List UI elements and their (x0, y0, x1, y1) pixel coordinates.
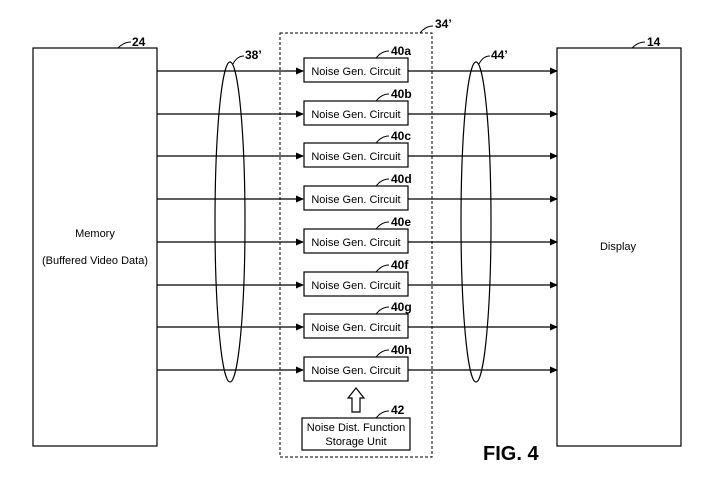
noise-gen-circuit-label: Noise Gen. Circuit (311, 365, 400, 377)
hollow-up-arrow (346, 387, 366, 413)
circuit-ref: 40e (391, 215, 411, 229)
output-bus-ref: 44’ (491, 48, 508, 62)
memory-block (32, 47, 158, 447)
noise-circuit-row: Noise Gen. Circuit 40a (157, 44, 558, 83)
storage-ref-leader (375, 410, 390, 419)
noise-circuit-row: Noise Gen. Circuit 40g (157, 300, 558, 339)
noise-circuit-row: Noise Gen. Circuit 40f (157, 258, 558, 297)
noise-gen-circuit-box (303, 142, 409, 168)
noise-gen-circuit-label: Noise Gen. Circuit (311, 280, 400, 292)
circuit-ref-leader (375, 93, 390, 102)
circuit-ref-leader (375, 264, 390, 273)
memory-sublabel: (Buffered Video Data) (42, 255, 148, 267)
noise-circuit-row: Noise Gen. Circuit 40h (157, 343, 558, 382)
circuit-ref-leader (375, 349, 390, 358)
noise-circuit-row: Noise Gen. Circuit 40d (157, 172, 558, 211)
noise-gen-circuit-label: Noise Gen. Circuit (311, 109, 400, 121)
input-bus-ref: 38’ (245, 48, 262, 62)
noise-gen-circuit-box (303, 57, 409, 83)
memory-ref: 24 (132, 35, 146, 49)
storage-ref: 42 (391, 403, 405, 417)
noise-gen-circuit-box (303, 100, 409, 126)
noise-gen-circuit-label: Noise Gen. Circuit (311, 237, 400, 249)
noise-circuit-row: Noise Gen. Circuit 40c (157, 129, 558, 168)
circuit-ref: 40g (391, 300, 412, 314)
display-ref-leader (631, 41, 646, 49)
display-ref: 14 (647, 35, 661, 49)
output-bus-ellipse (460, 61, 492, 383)
circuit-ref: 40d (391, 172, 412, 186)
noise-gen-circuit-label: Noise Gen. Circuit (311, 66, 400, 78)
memory-label: Memory (75, 228, 115, 240)
circuit-ref: 40f (391, 258, 409, 272)
storage-unit-sublabel: Storage Unit (325, 436, 386, 448)
circuit-ref-leader (375, 306, 390, 315)
storage-unit-block (301, 417, 411, 451)
noise-gen-circuit-box (303, 185, 409, 211)
input-bus-ref-leader (232, 55, 245, 65)
storage-unit-label: Noise Dist. Function (307, 422, 405, 434)
noise-gen-circuit-box (303, 356, 409, 382)
circuit-ref-leader (375, 135, 390, 144)
circuit-ref-leader (375, 221, 390, 230)
input-bus-ellipse (214, 61, 246, 383)
noise-gen-circuit-box (303, 271, 409, 297)
noise-gen-circuit-label: Noise Gen. Circuit (311, 194, 400, 206)
output-bus-ref-leader (478, 55, 491, 65)
noise-unit-ref-leader (419, 25, 434, 34)
noise-gen-circuit-label: Noise Gen. Circuit (311, 151, 400, 163)
display-label: Display (600, 241, 637, 253)
noise-unit-ref: 34’ (435, 17, 452, 31)
noise-circuit-row: Noise Gen. Circuit 40e (157, 215, 558, 254)
circuit-ref-leader (375, 178, 390, 187)
display-block (556, 47, 682, 447)
circuit-ref: 40c (391, 129, 411, 143)
noise-gen-circuit-box (303, 313, 409, 339)
circuit-ref: 40a (391, 44, 411, 58)
noise-gen-circuit-box (303, 228, 409, 254)
noise-circuit-row: Noise Gen. Circuit 40b (157, 87, 558, 126)
figure-label: FIG. 4 (483, 443, 539, 465)
noise-unit-container (279, 32, 433, 458)
circuit-ref: 40h (391, 343, 412, 357)
noise-gen-circuit-label: Noise Gen. Circuit (311, 322, 400, 334)
circuit-ref-leader (375, 50, 390, 59)
memory-ref-leader (117, 41, 132, 49)
circuit-ref: 40b (391, 87, 412, 101)
